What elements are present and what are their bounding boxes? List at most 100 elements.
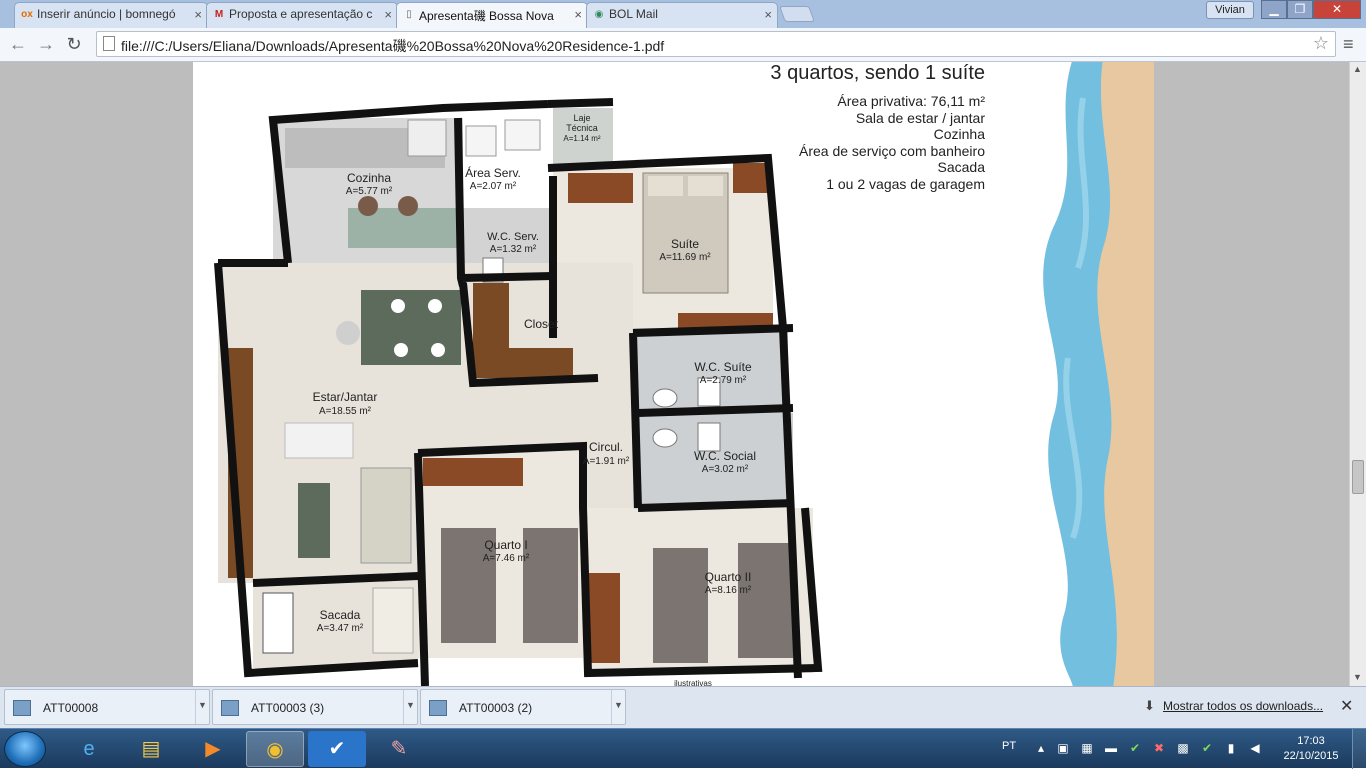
- room-area-wc-serv: A=1.32 m²: [490, 244, 537, 255]
- rug: [284, 422, 354, 459]
- clock-time: 17:03: [1297, 735, 1325, 747]
- forward-icon[interactable]: →: [37, 34, 55, 54]
- room-label-wc-serv: W.C. Serv.: [487, 231, 539, 243]
- show-all-downloads-link[interactable]: Mostrar todos os downloads...: [1163, 699, 1324, 713]
- suite-dresser: [678, 313, 773, 328]
- floor-plan: Laje Técnica A=1.14 m² Cozinha A=5.77 m²…: [214, 98, 823, 686]
- sofa: [360, 467, 412, 564]
- laje-floor: [553, 108, 613, 164]
- chevron-down-icon[interactable]: ▼: [403, 690, 417, 724]
- room-label-closet: Closet: [524, 317, 559, 331]
- paint-icon[interactable]: ✎: [390, 738, 408, 760]
- walls: [214, 98, 823, 686]
- scroll-down-icon[interactable]: ▼: [1353, 672, 1362, 682]
- star-icon[interactable]: ☆: [1312, 33, 1329, 53]
- spec-parking: 1 ou 2 vagas de garagem: [826, 175, 985, 192]
- alert-icon[interactable]: ✖: [1153, 741, 1165, 755]
- coffee-table: [298, 483, 330, 558]
- tab-gmail[interactable]: M Proposta e apresentação c ×: [206, 2, 398, 28]
- file-icon: [221, 700, 239, 716]
- quarto2-wardrobe: [588, 573, 620, 663]
- menu-icon[interactable]: ≡: [1343, 34, 1354, 54]
- chevron-down-icon[interactable]: ▼: [195, 690, 209, 724]
- room-area-estar: A=18.55 m²: [319, 406, 372, 417]
- footnote: ilustrativas: [674, 679, 712, 686]
- tray-app-icon[interactable]: ▩: [1177, 741, 1189, 755]
- room-area-quarto2: A=8.16 m²: [705, 585, 752, 596]
- apartment-specs: 3 quartos, sendo 1 suíte Área privativa:…: [770, 62, 985, 192]
- pillow: [688, 176, 723, 196]
- chrome-icon[interactable]: ◉: [246, 731, 304, 767]
- network-icon[interactable]: ▮: [1227, 741, 1235, 755]
- media-player-icon[interactable]: ▶: [205, 738, 221, 760]
- plate: [428, 299, 442, 313]
- tab-close-icon[interactable]: ×: [764, 7, 772, 22]
- pdf-page: 3 quartos, sendo 1 suíte Área privativa:…: [193, 62, 1154, 686]
- close-window-icon[interactable]: ✕: [1313, 0, 1361, 19]
- room-label-estar: Estar/Jantar: [313, 390, 378, 404]
- room-area-sacada: A=3.47 m²: [317, 623, 364, 634]
- shield-icon[interactable]: ✔: [1129, 741, 1141, 755]
- minimize-icon[interactable]: ▁: [1261, 0, 1287, 19]
- tab-label: BOL Mail: [609, 7, 658, 21]
- pillow: [648, 176, 683, 196]
- plate: [391, 299, 405, 313]
- globe-icon: ◉: [594, 9, 604, 20]
- ie-icon[interactable]: e: [83, 738, 95, 760]
- tab-pdf[interactable]: ▯ Apresenta磯 Bossa Nova ×: [396, 2, 588, 28]
- tab-close-icon[interactable]: ×: [194, 7, 202, 22]
- room-label-wc-social: W.C. Social: [694, 449, 756, 463]
- tray-app-icon[interactable]: ▬: [1105, 741, 1117, 755]
- volume-icon[interactable]: ◀: [1250, 741, 1260, 755]
- security-icon[interactable]: ✔: [1201, 741, 1213, 755]
- room-area-wc-social: A=3.02 m²: [702, 464, 749, 475]
- tray-app-icon[interactable]: ▣: [1057, 741, 1069, 755]
- maximize-icon[interactable]: ❐: [1287, 0, 1313, 19]
- download-label: ATT00003 (3): [251, 701, 325, 715]
- spec-area: Área privativa: 76,11 m²: [837, 93, 985, 109]
- notification-icon[interactable]: ▴: [1037, 741, 1045, 755]
- tab-close-icon[interactable]: ×: [574, 7, 582, 22]
- tab-label: Proposta e apresentação c: [229, 7, 373, 21]
- tab-bol[interactable]: ◉ BOL Mail ×: [586, 2, 778, 28]
- vertical-scrollbar[interactable]: ▲ ▼: [1349, 62, 1366, 686]
- start-button[interactable]: [4, 731, 46, 767]
- spec-balcony: Sacada: [937, 159, 985, 175]
- new-tab-button[interactable]: [779, 6, 815, 22]
- stove: [407, 119, 447, 157]
- room-label-cozinha: Cozinha: [347, 171, 391, 185]
- url-text[interactable]: file:///C:/Users/Eliana/Downloads/Aprese…: [121, 38, 665, 54]
- tray-app-icon[interactable]: ▦: [1081, 741, 1093, 755]
- download-label: ATT00003 (2): [459, 701, 533, 715]
- download-item[interactable]: ATT00008 ▼: [4, 689, 210, 725]
- user-profile-button[interactable]: Vivian: [1206, 1, 1254, 19]
- download-item[interactable]: ATT00003 (3) ▼: [212, 689, 418, 725]
- back-icon[interactable]: ←: [9, 34, 27, 54]
- room-area-laje: A=1.14 m²: [563, 134, 600, 143]
- closet-wardrobe: [473, 283, 509, 378]
- address-bar[interactable]: file:///C:/Users/Eliana/Downloads/Aprese…: [96, 31, 1336, 57]
- downloads-bar: ATT00008 ▼ ATT00003 (3) ▼ ATT00003 (2) ▼…: [0, 686, 1366, 728]
- toolbar: ← → ↻ file:///C:/Users/Eliana/Downloads/…: [0, 28, 1366, 62]
- tab-olx[interactable]: ox Inserir anúncio | bomnegó ×: [14, 2, 208, 28]
- stool: [358, 196, 378, 216]
- show-desktop-button[interactable]: [1352, 729, 1366, 769]
- download-icon: ⬇: [1144, 698, 1155, 713]
- scrollbar-thumb[interactable]: [1352, 460, 1364, 494]
- language-indicator[interactable]: PT: [1002, 740, 1017, 752]
- tab-close-icon[interactable]: ×: [384, 7, 392, 22]
- folder-icon[interactable]: ▤: [141, 738, 161, 760]
- quarto1-bed: [523, 528, 578, 643]
- download-item[interactable]: ATT00003 (2) ▼: [420, 689, 626, 725]
- file-icon: [13, 700, 31, 716]
- lounge-chair: [372, 587, 414, 654]
- scroll-up-icon[interactable]: ▲: [1353, 64, 1362, 74]
- system-clock[interactable]: 17:03 22/10/2015: [1276, 734, 1346, 764]
- page-icon: [103, 36, 115, 51]
- reload-icon[interactable]: ↻: [66, 34, 82, 54]
- checkmark-app-icon[interactable]: ✔: [308, 731, 366, 767]
- tab-label: Inserir anúncio | bomnegó: [37, 7, 176, 21]
- file-icon: [429, 700, 447, 716]
- chevron-down-icon[interactable]: ▼: [611, 690, 625, 724]
- close-icon[interactable]: ✕: [1340, 698, 1354, 715]
